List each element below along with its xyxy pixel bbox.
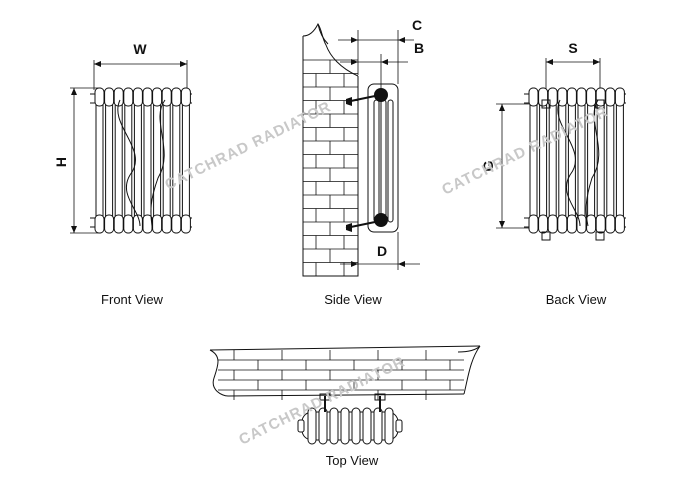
back-column-cap <box>586 214 597 234</box>
back-column-cap <box>557 214 568 234</box>
back-column-cap <box>614 87 625 107</box>
front-column <box>181 87 190 234</box>
back-column <box>539 87 548 234</box>
top-view-drawing <box>209 345 481 445</box>
front-column-cap <box>132 214 143 234</box>
front-view-drawing: W H <box>53 41 192 234</box>
back-column-cap <box>595 214 606 234</box>
dimension-h-label: H <box>53 157 69 167</box>
dimension-d-label: D <box>377 243 387 259</box>
back-column-cap <box>538 87 549 107</box>
back-column-cap <box>614 214 625 234</box>
back-column-cap <box>528 87 539 107</box>
front-column-cap <box>94 87 105 107</box>
back-column <box>606 87 615 234</box>
back-column <box>577 87 586 234</box>
front-column-cap <box>171 87 182 107</box>
front-column-cap <box>152 87 163 107</box>
back-column-cap <box>595 87 606 107</box>
top-column <box>362 407 372 445</box>
back-column-cap <box>586 87 597 107</box>
back-column-cap <box>557 87 568 107</box>
back-column-cap <box>605 214 616 234</box>
front-column-cap <box>132 87 143 107</box>
front-column-cap <box>142 87 153 107</box>
dimension-w-label: W <box>133 41 147 57</box>
wall-outline <box>302 36 359 277</box>
side-view-caption: Side View <box>324 292 382 307</box>
front-column <box>114 87 123 234</box>
back-view-caption: Back View <box>545 292 607 307</box>
dimension-c-label: C <box>412 17 422 33</box>
front-column-cap <box>152 214 163 234</box>
top-column <box>351 407 361 445</box>
front-column <box>124 87 133 234</box>
back-column-cap <box>576 87 587 107</box>
back-column-cap <box>605 87 616 107</box>
back-view-drawing: S G <box>480 40 626 241</box>
top-column <box>373 407 383 445</box>
back-column-cap <box>528 214 539 234</box>
front-column-cap <box>180 214 191 234</box>
dimension-s-label: S <box>568 40 577 56</box>
wall-face-bottom <box>227 393 465 397</box>
back-column <box>529 87 538 234</box>
front-column <box>95 87 104 234</box>
back-column <box>567 87 576 234</box>
front-column-cap <box>104 214 115 234</box>
back-column-cap <box>538 214 549 234</box>
back-column <box>615 87 624 234</box>
dimension-b-label: B <box>414 40 424 56</box>
front-column-cap <box>161 214 172 234</box>
valve-right <box>395 419 403 433</box>
front-column-cap <box>161 87 172 107</box>
front-column <box>172 87 181 234</box>
front-column-cap <box>113 87 124 107</box>
back-column <box>558 87 567 234</box>
front-view-caption: Front View <box>101 292 163 307</box>
top-column <box>329 407 339 445</box>
valve-left <box>297 419 305 433</box>
front-column <box>143 87 152 234</box>
wall-face-top <box>209 345 481 351</box>
back-column-cap <box>566 87 577 107</box>
front-column-cap <box>94 214 105 234</box>
back-column-cap <box>566 214 577 234</box>
front-column-cap <box>123 214 134 234</box>
top-view-caption: Top View <box>325 453 379 468</box>
front-column-cap <box>123 87 134 107</box>
side-view-drawing: C B D <box>302 17 424 277</box>
front-column-cap <box>113 214 124 234</box>
front-column-cap <box>180 87 191 107</box>
top-column <box>307 407 317 445</box>
top-column <box>318 407 328 445</box>
front-column <box>153 87 162 234</box>
back-column-cap <box>547 214 558 234</box>
front-column <box>105 87 114 234</box>
front-column-cap <box>104 87 115 107</box>
top-column <box>384 407 394 445</box>
dimension-g-label: G <box>480 160 496 171</box>
top-column <box>340 407 350 445</box>
back-column <box>548 87 557 234</box>
front-column-cap <box>171 214 182 234</box>
